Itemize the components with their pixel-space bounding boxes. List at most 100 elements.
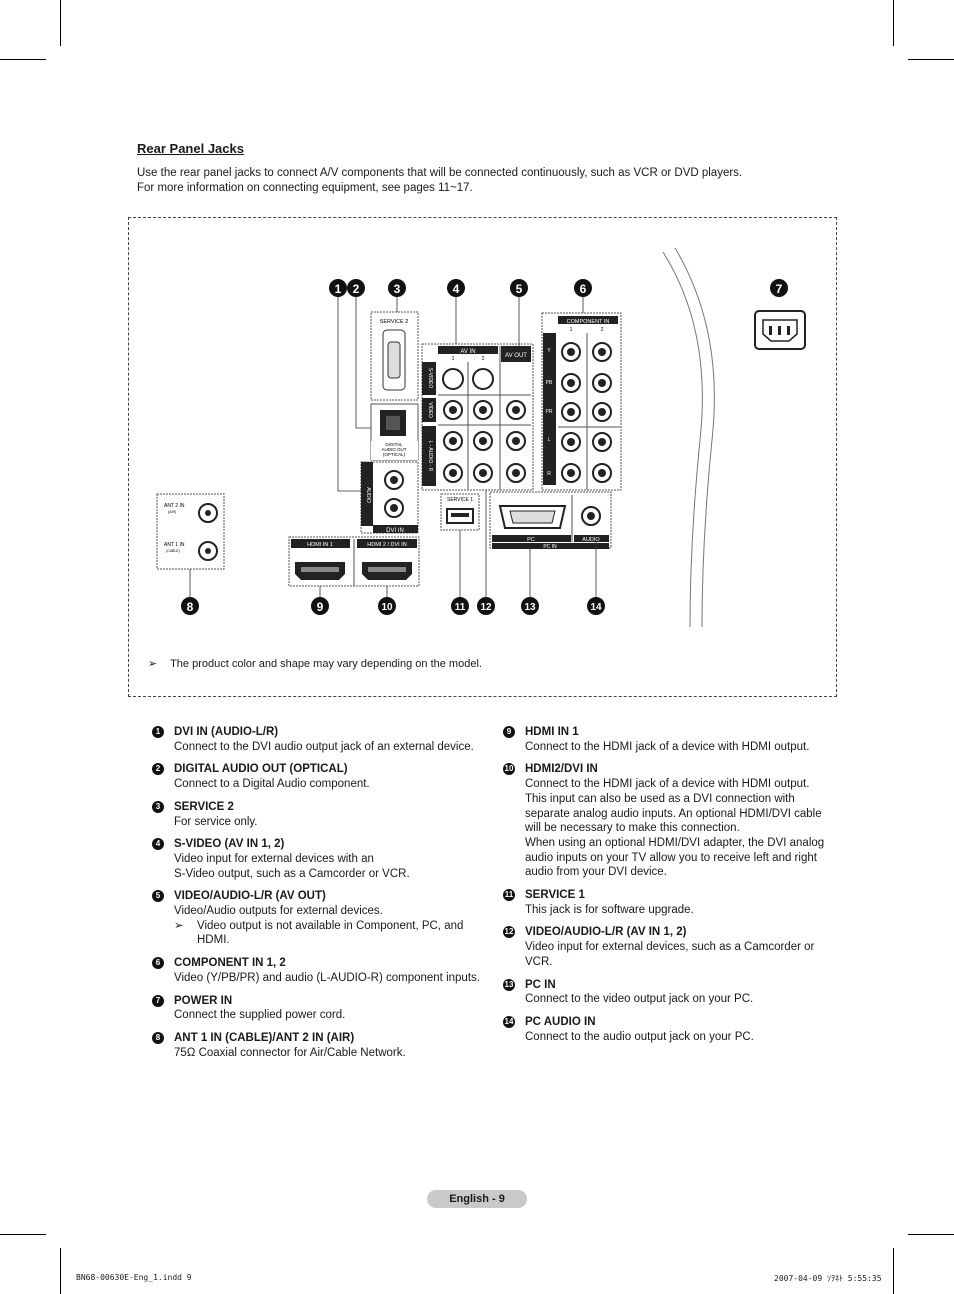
item-note: ➢Video output is not available in Compon… (174, 919, 492, 948)
s-video-vertical-label: S-VIDEO (427, 368, 433, 389)
comp-pr-label: PR (546, 409, 553, 415)
item-description: 75Ω Coaxial connector for Air/Cable Netw… (174, 1046, 406, 1059)
svg-text:1: 1 (335, 282, 342, 296)
callout-6: 6 (574, 279, 592, 297)
dvi-in-label: DVI IN (386, 528, 404, 534)
callout-11: 11 (451, 597, 469, 615)
item-description: Video input for external devices, such a… (525, 941, 815, 968)
item-number-badge: 5 (152, 890, 164, 903)
av-in-2-label: 2 (482, 356, 485, 362)
item-number-badge: 8 (152, 1031, 164, 1044)
comp-y-label: Y (547, 348, 551, 354)
item-description: Video (Y/PB/PR) and audio (L-AUDIO-R) co… (174, 971, 480, 984)
item-number-badge: 13 (503, 978, 515, 991)
pc-in-ports: PC AUDIO PC IN (489, 491, 612, 550)
service1-port: SERVICE 1 (440, 493, 480, 531)
item-title: HDMI IN 1 (525, 726, 579, 738)
item-description: This jack is for software upgrade. (525, 903, 694, 916)
svg-text:3: 3 (394, 282, 401, 296)
print-date-info: 2007-04-09 ｿｦﾈﾄ 5:55:35 (774, 1274, 882, 1283)
section-title: Rear Panel Jacks (137, 141, 244, 156)
item-number-badge: 11 (503, 889, 515, 902)
component-in-label: COMPONENT IN (567, 319, 610, 325)
svg-text:2: 2 (353, 282, 360, 296)
callout-5: 5 (510, 279, 528, 297)
figure-note: ➢ The product color and shape may vary d… (148, 657, 482, 670)
rear-panel-illustration: SERVICE 2 DIGITAL AUDIO OUT (OPTICAL) AU… (156, 247, 806, 628)
callout-8: 8 (181, 597, 199, 615)
ant1-sub-label: (CABLE) (166, 549, 180, 553)
svg-text:14: 14 (590, 602, 602, 613)
item-title: POWER IN (174, 994, 233, 1007)
item-title: ANT 1 IN (CABLE)/ANT 2 IN (AIR) (174, 1031, 355, 1044)
pc-audio-label: AUDIO (582, 537, 600, 543)
dvi-audio-vertical-label: AUDIO (365, 487, 371, 503)
item-description: Video input for external devices with an… (174, 852, 410, 880)
callout-9: 9 (311, 597, 329, 615)
item-title: SERVICE 1 (525, 889, 585, 902)
callouts: 1 2 3 4 5 6 7 8 9 10 11 12 13 14 (181, 279, 788, 615)
item-number-badge: 12 (503, 926, 515, 939)
item-title: DIGITAL AUDIO OUT (OPTICAL) (174, 763, 348, 776)
item-number-badge: 3 (152, 800, 164, 813)
service1-label: SERVICE 1 (447, 497, 473, 503)
svg-text:13: 13 (524, 602, 536, 613)
power-in-port (754, 310, 806, 350)
hdmi1-label: HDMI IN 1 (307, 542, 333, 548)
callout-4: 4 (447, 279, 465, 297)
item-number-badge: 4 (152, 838, 164, 851)
item-title: PC IN (525, 978, 556, 991)
intro-line-2: For more information on connecting equip… (137, 181, 473, 194)
callout-10: 10 (378, 597, 396, 615)
digital-audio-out-port: DIGITAL AUDIO OUT (OPTICAL) (370, 403, 419, 461)
item-title: DVI IN (AUDIO-L/R) (174, 726, 279, 738)
svg-text:12: 12 (480, 602, 492, 613)
item-number-badge: 1 (152, 726, 164, 738)
item-description: Connect to the video output jack on your… (525, 993, 754, 1006)
pc-in-label: PC IN (543, 544, 557, 550)
item-description: For service only. (174, 815, 258, 828)
print-file-info: BN68-00630E-Eng_1.indd 9 (76, 1273, 192, 1282)
av-in-label: AV IN (460, 349, 475, 355)
item-number-badge: 14 (503, 1015, 515, 1028)
av-out-label: AV OUT (505, 353, 527, 359)
svg-text:9: 9 (317, 600, 324, 614)
item-title: HDMI2/DVI IN (525, 763, 598, 776)
service2-label: SERVICE 2 (380, 319, 409, 325)
item-note-text: Video output is not available in Compone… (197, 919, 464, 947)
svg-text:8: 8 (187, 600, 194, 614)
item-title: SERVICE 2 (174, 800, 234, 813)
item-description: Connect the supplied power cord. (174, 1009, 346, 1022)
item-description: Connect to a Digital Audio component. (174, 778, 370, 791)
dvi-audio-in-port: AUDIO DVI IN (360, 461, 419, 534)
svg-text:10: 10 (381, 602, 393, 613)
item-title: VIDEO/AUDIO-L/R (AV OUT) (174, 890, 326, 903)
callout-3: 3 (388, 279, 406, 297)
hdmi2-label: HDMI 2 / DVI IN (367, 542, 406, 548)
figure-note-text: The product color and shape may vary dep… (170, 658, 482, 670)
item-title: COMPONENT IN 1, 2 (174, 957, 286, 970)
callout-12: 12 (477, 597, 495, 615)
video-vertical-label: VIDEO (427, 402, 433, 418)
svg-text:11: 11 (455, 602, 466, 613)
item-description: Connect to the HDMI jack of a device wit… (525, 740, 810, 753)
item-title: PC AUDIO IN (525, 1015, 596, 1028)
callout-14: 14 (587, 597, 605, 615)
intro-text: Use the rear panel jacks to connect A/V … (137, 166, 797, 195)
ant2-label: ANT 2 IN (164, 503, 185, 509)
item-number-badge: 7 (152, 994, 164, 1007)
callout-2: 2 (347, 279, 365, 297)
comp-r-label: R (547, 471, 551, 477)
comp-pb-label: PB (546, 380, 553, 386)
antenna-ports: ANT 2 IN (AIR) ANT 1 IN (CABLE) (156, 493, 225, 570)
hdmi-ports: HDMI IN 1 HDMI 2 / DVI IN (288, 536, 420, 587)
